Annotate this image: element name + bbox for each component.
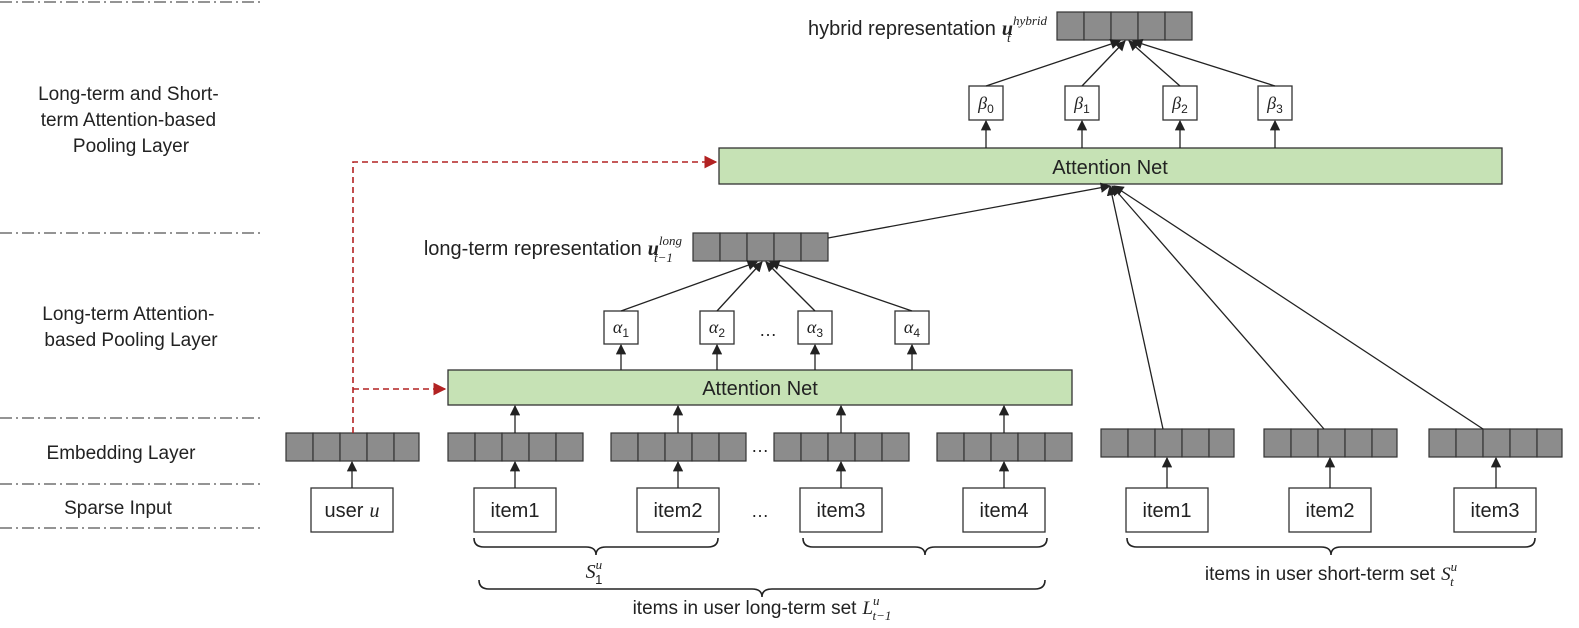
long-item-4-box: item4: [962, 487, 1046, 533]
long-item-1-box: item1: [473, 487, 557, 533]
svg-text:β1: β1: [1073, 93, 1090, 116]
svg-text:α4: α4: [904, 317, 920, 340]
beta-3-box: β3: [1257, 85, 1293, 121]
beta-1-box: β1: [1064, 85, 1100, 121]
svg-text:α2: α2: [709, 317, 725, 340]
long-item-2-box: item2: [636, 487, 720, 533]
short-item-3-box: item3: [1453, 487, 1537, 533]
alpha-1-box: α1: [603, 310, 639, 345]
svg-text:item2: item2: [1306, 500, 1355, 522]
beta-to-hybrid-arrows: [985, 38, 1276, 87]
svg-text:α1: α1: [613, 317, 629, 340]
layer-label-long-pooling: Long-term Attention- based Pooling Layer: [42, 304, 219, 351]
attention-to-alpha-arrows: [615, 343, 918, 370]
beta-weights: β0 β1 β2 β3: [968, 85, 1293, 121]
layer-label-sparse-input: Sparse Input: [64, 498, 172, 519]
short-item-3-embedding: [1428, 428, 1563, 458]
long-term-embedding-vector: [692, 232, 829, 262]
svg-text:α3: α3: [807, 317, 823, 340]
short-item-2-box: item2: [1288, 487, 1372, 533]
alpha-to-long-term-arrows: [620, 260, 913, 312]
embedding-ellipsis: …: [751, 436, 769, 456]
long-item-4-embedding: [936, 432, 1073, 462]
to-top-attention-arrows: [827, 182, 1484, 430]
layer-label-long-short-pooling: Long-term and Short- term Attention-base…: [38, 84, 224, 157]
long-item-3-box: item3: [799, 487, 883, 533]
brace-group-items-3-4: [802, 537, 1048, 556]
alpha-3-box: α3: [797, 310, 833, 345]
beta-2-box: β2: [1162, 85, 1198, 121]
svg-text:item3: item3: [1471, 500, 1520, 522]
svg-text:item4: item4: [980, 500, 1029, 522]
short-item-1-embedding: [1100, 428, 1235, 458]
layer-label-embedding: Embedding Layer: [47, 443, 197, 464]
long-item-3-embedding: [773, 432, 910, 462]
alpha-4-box: α4: [894, 310, 930, 345]
attention-to-beta-arrows: [980, 119, 1281, 148]
long-item-2-embedding: [610, 432, 747, 462]
user-embedding-vector: [285, 432, 420, 462]
svg-text:Attention Net: Attention Net: [1052, 157, 1168, 179]
svg-text:item3: item3: [817, 500, 866, 522]
alpha-ellipsis: …: [759, 320, 777, 340]
embedding-to-attention-arrows: [509, 404, 1010, 433]
user-attention-links: [352, 155, 718, 433]
svg-text:item2: item2: [654, 500, 703, 522]
svg-text:β2: β2: [1171, 93, 1188, 116]
svg-text:item1: item1: [491, 500, 540, 522]
svg-text:β0: β0: [977, 93, 994, 116]
input-ellipsis: …: [751, 501, 769, 521]
beta-0-box: β0: [968, 85, 1004, 121]
long-item-1-embedding: [447, 432, 584, 462]
svg-text:β3: β3: [1266, 93, 1283, 116]
hybrid-embedding-vector: [1056, 11, 1193, 41]
alpha-weights: α1 α2 α3 α4: [603, 310, 930, 345]
short-item-2-embedding: [1263, 428, 1398, 458]
svg-text:item1: item1: [1143, 500, 1192, 522]
short-item-1-box: item1: [1125, 487, 1209, 533]
input-to-embedding-arrows: [346, 456, 1502, 488]
attention-net-top: Attention Net: [718, 147, 1503, 185]
svg-text:Su1: Su1: [586, 557, 603, 587]
alpha-2-box: α2: [699, 310, 735, 345]
attention-net-bottom: Attention Net: [447, 369, 1073, 406]
svg-text:Attention Net: Attention Net: [702, 378, 818, 400]
